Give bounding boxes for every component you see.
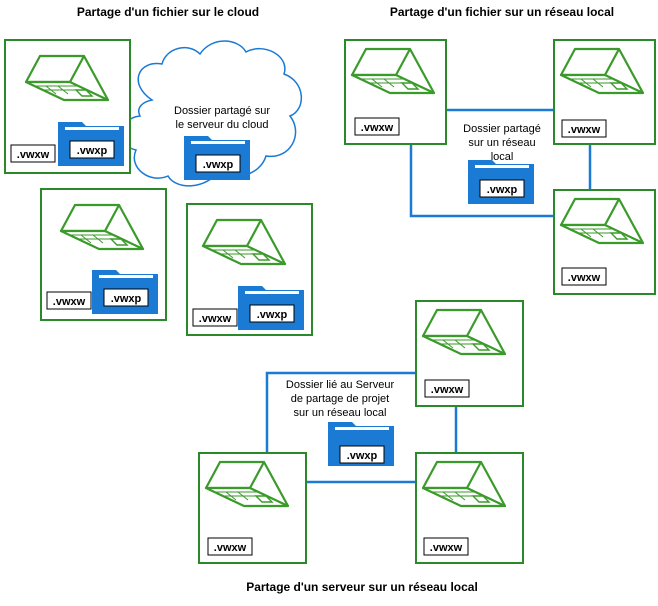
title-cloud: Partage d'un fichier sur le cloud [77, 5, 259, 19]
cloud-shape [121, 40, 303, 187]
cloud-caption-line-2: le serveur du cloud [176, 119, 269, 131]
lan-caption-line-2: sur un réseau [468, 137, 535, 149]
cloud-caption-line-1: Dossier partagé sur [174, 105, 270, 117]
lan-folder-label: .vwxp [487, 184, 518, 196]
cloud-computer-a-file: .vwxw [17, 149, 50, 161]
cloud-computer-a: .vwxw .vwxp [4, 39, 131, 174]
cloud-computer-c: .vwxw .vwxp [186, 203, 313, 336]
server-shared-folder: .vwxp [328, 422, 394, 466]
lan-computer-c-file: .vwxw [568, 272, 601, 284]
lan-computer-b: .vwxw [553, 39, 656, 145]
server-folder-label: .vwxp [347, 450, 378, 462]
cloud-computer-a-folder: .vwxp [77, 145, 108, 157]
server-computer-b-file: .vwxw [214, 542, 247, 554]
server-connections [265, 371, 458, 484]
server-computer-b: .vwxw [198, 452, 307, 564]
cloud-computer-b: .vwxw .vwxp [40, 188, 167, 321]
server-computer-c-file: .vwxw [430, 542, 463, 554]
cloud-shared-folder: .vwxp [184, 136, 250, 180]
lan-caption-line-1: Dossier partagé [463, 123, 541, 135]
title-server: Partage d'un serveur sur un réseau local [246, 580, 478, 594]
lan-caption-line-3: local [491, 151, 514, 163]
server-caption-line-3: sur un réseau local [294, 407, 387, 419]
title-lan: Partage d'un fichier sur un réseau local [390, 5, 614, 19]
cloud-computer-c-folder: .vwxp [257, 309, 288, 321]
server-caption-line-2: de partage de projet [291, 393, 389, 405]
lan-computer-a: .vwxw [344, 39, 447, 145]
cloud-computer-b-folder: .vwxp [111, 293, 142, 305]
lan-computer-c: .vwxw [553, 189, 656, 295]
server-computer-a-file: .vwxw [431, 384, 464, 396]
lan-computer-a-file: .vwxw [361, 122, 394, 134]
lan-connections [409, 108, 592, 218]
cloud-computer-c-file: .vwxw [199, 313, 232, 325]
server-computer-c: .vwxw [415, 452, 524, 564]
lan-computer-b-file: .vwxw [568, 124, 601, 136]
server-caption-line-1: Dossier lié au Serveur [286, 379, 395, 391]
server-computer-a: .vwxw [415, 300, 524, 407]
lan-shared-folder: .vwxp [468, 160, 534, 204]
cloud-folder-label: .vwxp [203, 159, 234, 171]
cloud-computer-b-file: .vwxw [53, 296, 86, 308]
